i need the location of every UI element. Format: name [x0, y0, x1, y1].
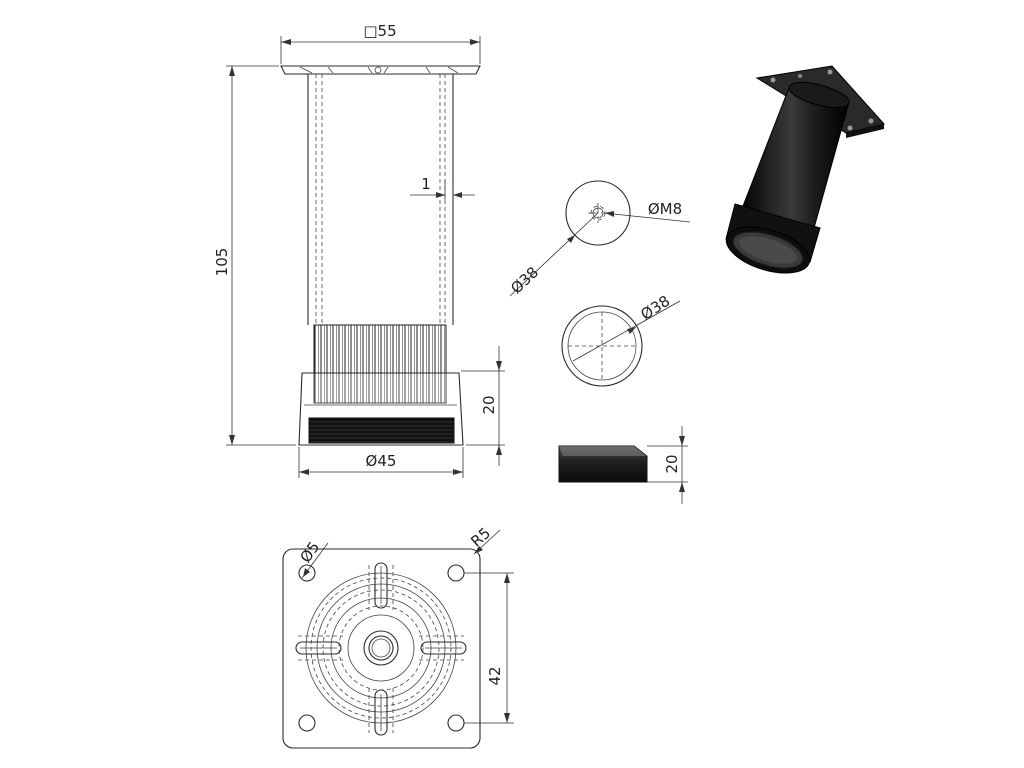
- dim-top-width-label: □55: [363, 22, 396, 40]
- dim-cap-diameter-label: Ø38: [637, 292, 673, 324]
- dim-thread-label: ØM8: [648, 200, 682, 218]
- dim-total-height-label: 105: [213, 248, 231, 277]
- isometric-view: [725, 65, 885, 274]
- dim-hole-spacing-label: 42: [486, 666, 504, 685]
- mounting-plate-view: [282, 548, 481, 749]
- dim-hole-spacing: 42: [464, 572, 514, 724]
- front-view: [280, 65, 481, 446]
- dim-total-height: 105: [213, 65, 296, 446]
- dim-top-diameter: Ø38: [507, 212, 599, 297]
- dim-hole-diameter: Ø5: [296, 538, 329, 579]
- dim-foot-diameter: Ø45: [298, 447, 464, 478]
- cap-top-view: [561, 305, 643, 387]
- dim-cap-diameter: Ø38: [572, 292, 681, 362]
- dim-cap-height: 20: [647, 426, 688, 504]
- dim-thread: ØM8: [603, 200, 691, 223]
- dim-top-diameter-label: Ø38: [507, 263, 542, 297]
- dim-cap-height-label: 20: [663, 454, 681, 473]
- dim-foot-height-label: 20: [480, 395, 498, 414]
- dim-hole-diameter-label: Ø5: [296, 538, 323, 566]
- dim-wall-label: 1: [421, 175, 431, 193]
- dim-corner-radius-label: R5: [467, 524, 494, 551]
- dim-foot-diameter-label: Ø45: [366, 452, 397, 470]
- cap-side-view: [558, 445, 648, 483]
- dim-wall-thickness: 1: [410, 175, 475, 200]
- dim-top-width: □55: [280, 22, 481, 64]
- dim-foot-height: 20: [461, 346, 505, 466]
